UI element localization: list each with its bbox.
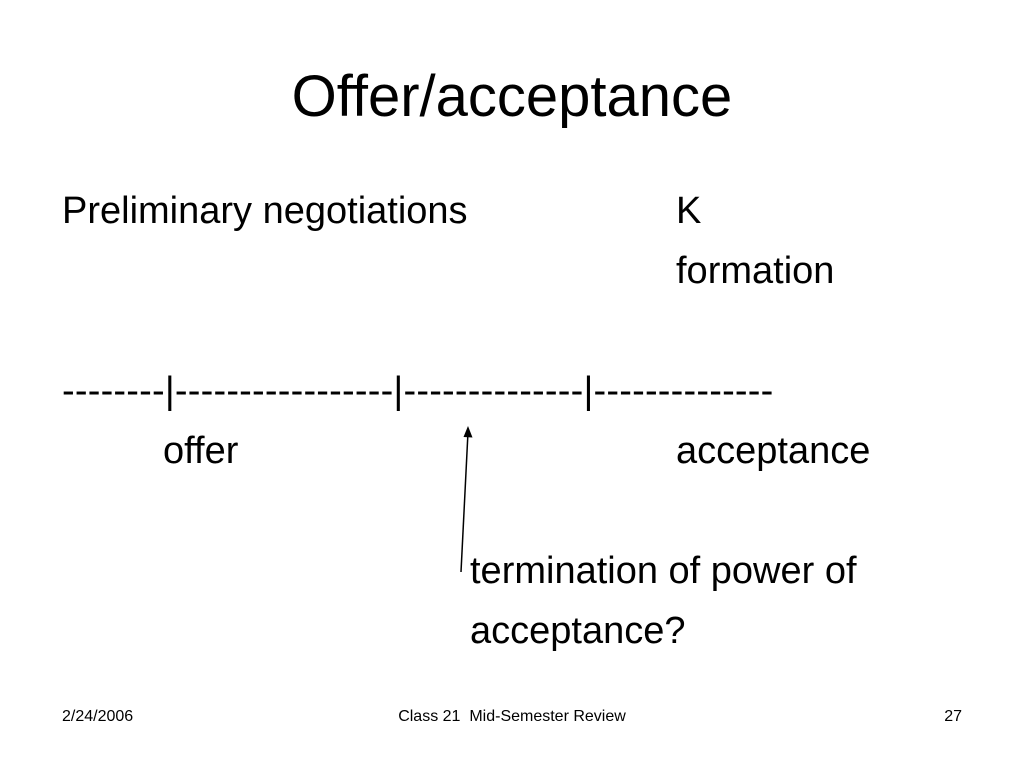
phase-label-formation: formation [676,250,835,292]
annotation-line-2: acceptance? [470,610,686,652]
timeline: --------|-----------------|-------------… [62,370,774,412]
footer-page-number: 27 [944,708,962,725]
phase-label-preliminary-negotiations: Preliminary negotiations [62,190,468,232]
event-label-acceptance: acceptance [676,430,871,472]
slide-title: Offer/acceptance [291,64,733,129]
footer-title: Class 21 Mid-Semester Review [398,708,626,725]
event-label-offer: offer [163,430,239,472]
annotation-arrow-shaft [460,431,469,573]
phase-label-k: K [676,190,702,232]
annotation-line-1: termination of power of [470,550,857,592]
annotation-arrow-head [463,426,473,438]
footer-date: 2/24/2006 [62,708,134,725]
